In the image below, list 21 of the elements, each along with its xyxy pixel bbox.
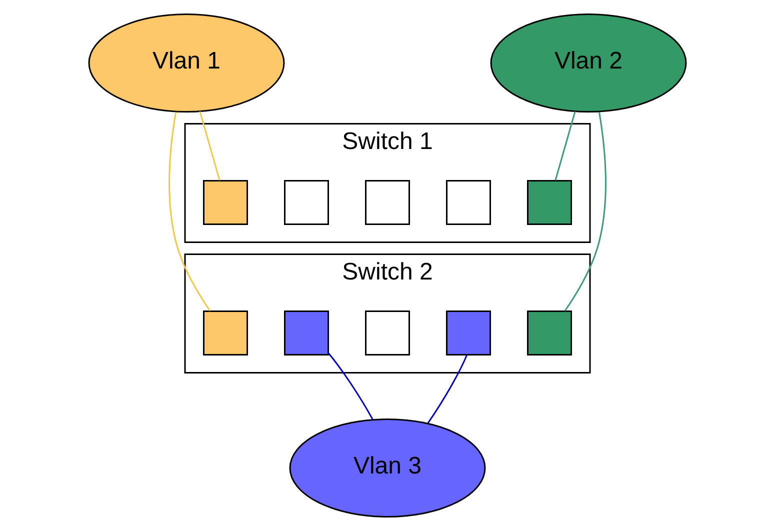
connector (199, 111, 220, 180)
cluster: Switch 1 (184, 123, 591, 243)
node-ellipse: Vlan 1 (88, 14, 285, 112)
node-box (365, 180, 410, 225)
node-ellipse: Vlan 2 (490, 14, 687, 112)
node-box (203, 180, 248, 225)
connector (328, 352, 374, 420)
node-box (284, 180, 329, 225)
node-ellipse: Vlan 3 (289, 418, 486, 518)
connector (168, 112, 211, 312)
node-box (527, 310, 572, 356)
node-box (446, 180, 491, 225)
connector (554, 111, 576, 180)
cluster: Switch 2 (184, 254, 591, 374)
connector (427, 354, 468, 424)
node-box (365, 310, 410, 356)
node-box (203, 310, 248, 356)
node-box (446, 310, 491, 356)
node-box (284, 310, 329, 356)
node-box (527, 180, 572, 225)
connector (564, 112, 606, 312)
